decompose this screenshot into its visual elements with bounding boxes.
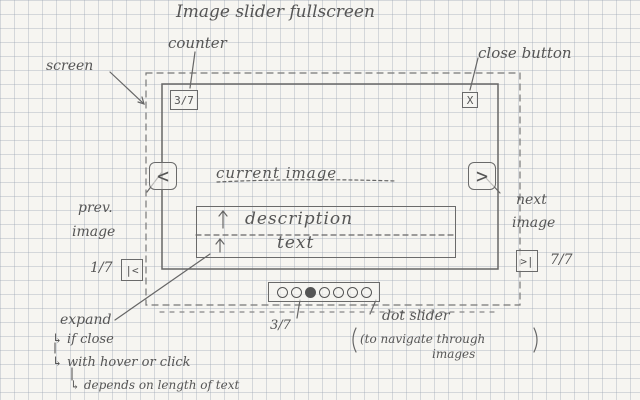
label-expand: expand	[60, 312, 112, 328]
label-first-page: 1/7	[90, 260, 113, 276]
next-button[interactable]: >	[468, 162, 496, 190]
prev-button[interactable]: <	[149, 162, 177, 190]
dot[interactable]	[360, 286, 372, 298]
label-counter: counter	[168, 34, 227, 52]
dot-slider[interactable]	[268, 282, 380, 302]
counter-display: 3/7	[170, 90, 198, 110]
label-close-button: close button	[478, 44, 572, 62]
label-screen: screen	[46, 58, 94, 74]
label-prev-image-2: image	[72, 224, 116, 240]
skip-first-icon: |<	[125, 263, 139, 277]
description-box[interactable]: description text	[196, 206, 456, 258]
dot[interactable]	[346, 286, 358, 298]
label-dot-slider-note-1: (to navigate through	[360, 332, 486, 346]
dot[interactable]	[318, 286, 330, 298]
dot[interactable]	[276, 286, 288, 298]
description-line-1: description	[245, 209, 354, 229]
close-button[interactable]: X	[462, 92, 478, 108]
label-prev-image-1: prev.	[78, 200, 113, 216]
dot[interactable]	[290, 286, 302, 298]
label-expand-hover: ↳ with hover or click	[52, 355, 191, 370]
label-current-image: current image	[216, 164, 338, 182]
label-below-counter: 3/7	[270, 318, 291, 333]
dot[interactable]	[332, 286, 344, 298]
diagram-title: Image slider fullscreen	[176, 2, 375, 22]
first-image-button[interactable]: |<	[121, 259, 143, 281]
close-icon: X	[466, 93, 474, 107]
chevron-right-icon: >	[475, 164, 489, 188]
description-line-2: text	[277, 233, 315, 253]
counter-text: 3/7	[174, 93, 194, 107]
label-dot-slider: dot slider	[382, 308, 450, 324]
label-next-image-1: next	[516, 192, 547, 208]
chevron-left-icon: <	[156, 164, 170, 188]
skip-last-icon: >|	[520, 254, 534, 268]
dot-active[interactable]	[304, 286, 316, 298]
last-image-button[interactable]: >|	[516, 250, 538, 272]
label-dot-slider-note-2: images	[432, 347, 476, 361]
label-last-page: 7/7	[550, 252, 573, 268]
label-next-image-2: image	[512, 215, 556, 231]
label-expand-length: ↳ depends on length of text	[70, 378, 240, 392]
label-expand-if-close: ↳ if close	[52, 332, 114, 347]
